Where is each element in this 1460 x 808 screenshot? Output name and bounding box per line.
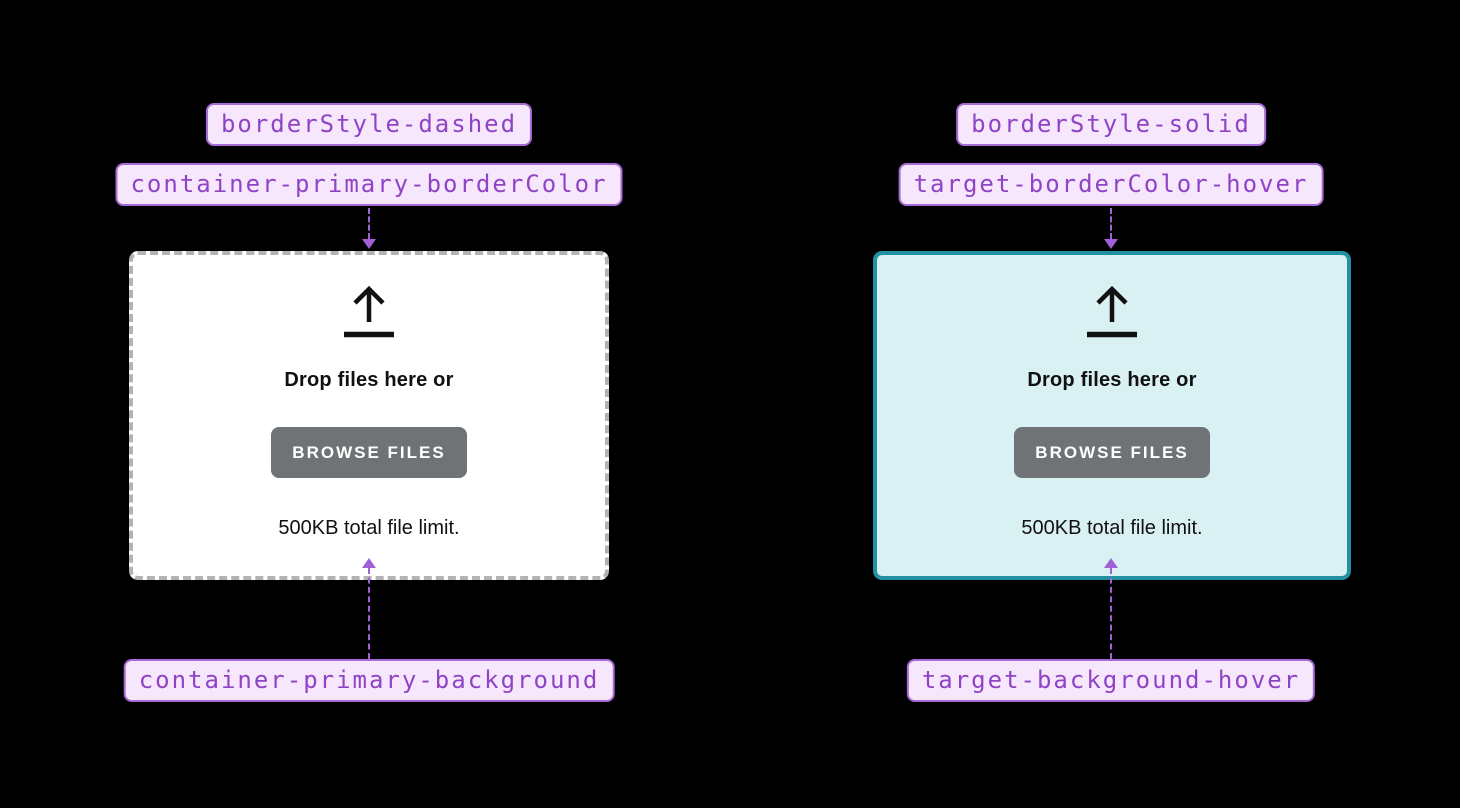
dropzone-heading: Drop files here or (1027, 369, 1197, 391)
connector-dashed-line (1110, 208, 1112, 239)
connector-dashed-line (368, 208, 370, 239)
token-pill-target-background-hover: target-background-hover (906, 659, 1316, 702)
upload-icon (344, 285, 394, 338)
dropzone-heading: Drop files here or (284, 369, 454, 391)
token-pill-border-style-dashed: borderStyle-dashed (205, 103, 533, 146)
browse-files-button[interactable]: BROWSE FILES (1014, 427, 1210, 479)
arrow-up-icon (362, 558, 376, 568)
background-token-connector-arrow (1103, 558, 1119, 659)
file-dropzone-default[interactable]: Drop files here or BROWSE FILES 500KB to… (129, 251, 609, 580)
arrow-down-icon (362, 239, 376, 249)
upload-icon (1087, 285, 1137, 338)
file-dropzone-hover[interactable]: Drop files here or BROWSE FILES 500KB to… (873, 251, 1351, 580)
border-token-connector-arrow (1103, 208, 1119, 249)
token-pill-border-style-solid: borderStyle-solid (956, 103, 1266, 146)
background-token-connector-arrow (361, 558, 377, 659)
connector-dashed-line (1110, 568, 1112, 659)
dropzone-helper-text: 500KB total file limit. (278, 517, 460, 540)
border-token-connector-arrow (361, 208, 377, 249)
arrow-down-icon (1104, 239, 1118, 249)
token-pill-container-primary-border-color: container-primary-borderColor (115, 163, 623, 206)
token-pill-container-primary-background: container-primary-background (123, 659, 615, 702)
connector-dashed-line (368, 568, 370, 659)
token-pill-target-border-color-hover: target-borderColor-hover (898, 163, 1324, 206)
arrow-up-icon (1104, 558, 1118, 568)
browse-files-button[interactable]: BROWSE FILES (271, 427, 467, 479)
dropzone-helper-text: 500KB total file limit. (1021, 517, 1203, 540)
